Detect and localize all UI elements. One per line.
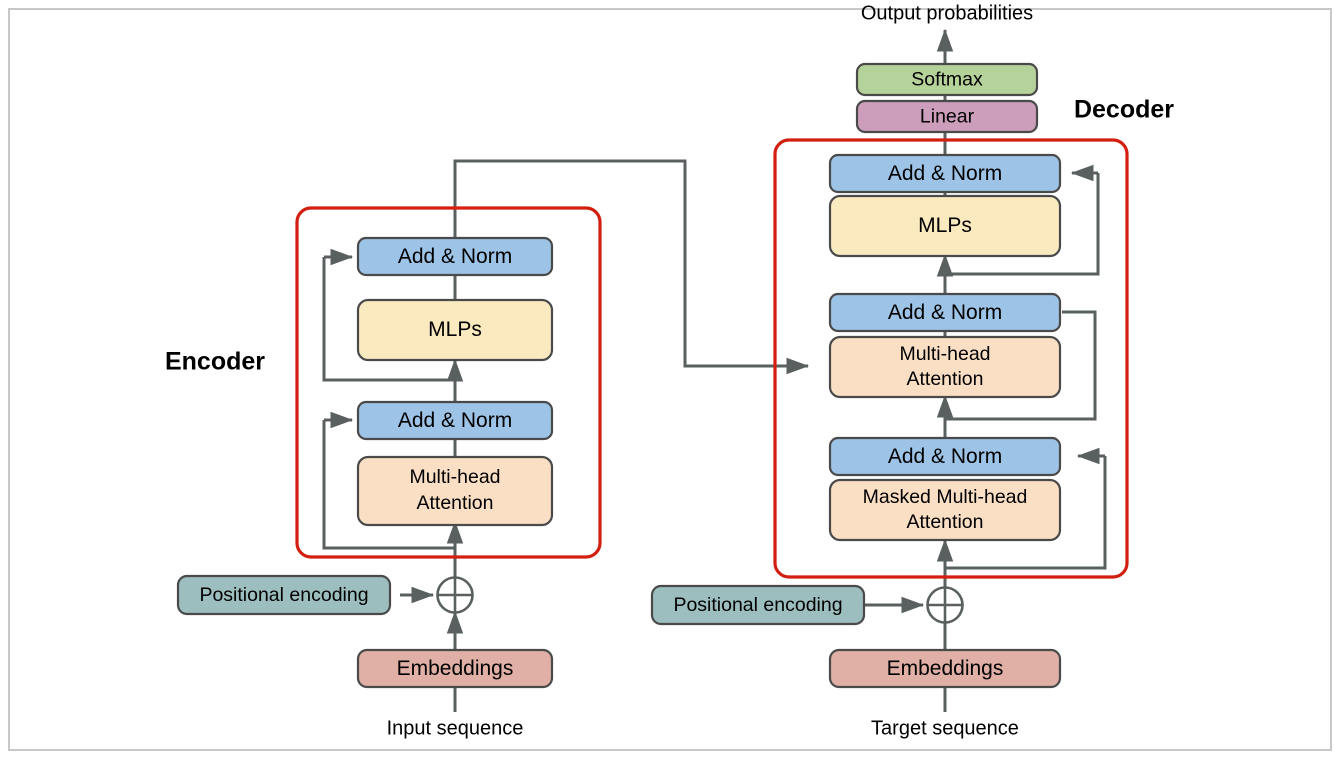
node-dec-mlps-rect[interactable]: [828, 194, 1062, 258]
edge-dec-residual-1-vertical: [945, 456, 1107, 570]
node-dec-masked-attention-rect[interactable]: [828, 478, 1062, 542]
node-enc-attention-label-line1: Multi-head: [409, 466, 500, 488]
node-dec-cross-attention-label-line2: Attention: [907, 368, 984, 390]
encoder-sum-node: [436, 576, 474, 614]
node-linear-rect[interactable]: [855, 99, 1039, 134]
edge-dec-residual-3-vertical: [945, 173, 1100, 276]
decoder-block: Add & Norm MLPs Add & Norm Multi-head At…: [650, 96, 1174, 739]
node-enc-mlps[interactable]: MLPs: [356, 298, 554, 362]
node-dec-embeddings-label: Embeddings: [887, 657, 1004, 680]
node-dec-positional-encoding-label: Positional encoding: [673, 594, 842, 616]
node-dec-add-norm-3-label: Add & Norm: [888, 162, 1002, 185]
node-enc-mlps-label: MLPs: [428, 318, 482, 341]
edge-encoder-output-to-decoder-cross-attention: [453, 159, 810, 375]
node-dec-cross-attention-label-line1: Multi-head: [899, 343, 990, 365]
node-dec-add-norm-2-label: Add & Norm: [888, 301, 1002, 324]
encoder-input-sequence-label: Input sequence: [387, 717, 524, 739]
node-dec-positional-encoding[interactable]: Positional encoding: [650, 584, 866, 626]
node-enc-add-norm-2-label: Add & Norm: [398, 245, 512, 268]
node-enc-add-norm-1[interactable]: Add & Norm: [356, 400, 554, 441]
node-enc-positional-encoding[interactable]: Positional encoding: [176, 574, 392, 616]
node-dec-add-norm-2[interactable]: Add & Norm: [828, 292, 1062, 333]
node-enc-embeddings-label: Embeddings: [397, 657, 514, 680]
node-dec-mlps[interactable]: MLPs: [828, 194, 1062, 258]
decoder-target-sequence-label: Target sequence: [871, 717, 1019, 739]
node-dec-cross-attention-rect[interactable]: [828, 335, 1062, 399]
node-linear[interactable]: Linear: [855, 99, 1039, 134]
node-dec-add-norm-3-rect[interactable]: [828, 153, 1062, 194]
node-dec-add-norm-3[interactable]: Add & Norm: [828, 153, 1062, 194]
node-dec-masked-attention[interactable]: Masked Multi-head Attention: [828, 478, 1062, 542]
node-dec-add-norm-1-rect[interactable]: [828, 436, 1062, 477]
node-enc-attention-label-line2: Attention: [417, 492, 494, 514]
node-dec-positional-encoding-rect[interactable]: [650, 584, 866, 626]
node-enc-mlps-rect[interactable]: [356, 298, 554, 362]
node-dec-masked-attention-label-line1: Masked Multi-head: [863, 486, 1028, 508]
edge-residual-1-vertical: [322, 420, 455, 550]
decoder-group-label: Decoder: [1074, 96, 1174, 124]
node-dec-embeddings[interactable]: Embeddings: [828, 648, 1062, 689]
node-dec-mlps-label: MLPs: [918, 214, 972, 237]
output-probabilities-label: Output probabilities: [861, 2, 1033, 24]
node-softmax-label: Softmax: [911, 69, 983, 91]
page-border: [8, 8, 1332, 751]
decoder-sum-node: [926, 586, 964, 624]
node-dec-embeddings-rect[interactable]: [828, 648, 1062, 689]
node-enc-add-norm-1-rect[interactable]: [356, 400, 554, 441]
node-enc-embeddings[interactable]: Embeddings: [356, 648, 554, 689]
node-enc-attention[interactable]: Multi-head Attention: [356, 455, 554, 527]
node-enc-add-norm-2[interactable]: Add & Norm: [356, 236, 554, 277]
node-dec-add-norm-2-rect[interactable]: [828, 292, 1062, 333]
node-enc-attention-rect[interactable]: [356, 455, 554, 527]
output-head-block: Linear Softmax Output probabilities: [855, 2, 1039, 134]
node-enc-positional-encoding-rect[interactable]: [176, 574, 392, 616]
edge-residual-2-vertical: [322, 257, 455, 382]
node-enc-add-norm-2-rect[interactable]: [356, 236, 554, 277]
node-softmax-rect[interactable]: [855, 62, 1039, 97]
decoder-group-outline: [773, 138, 1129, 579]
encoder-group-label: Encoder: [165, 348, 265, 376]
node-dec-add-norm-1[interactable]: Add & Norm: [828, 436, 1062, 477]
node-enc-add-norm-1-label: Add & Norm: [398, 409, 512, 432]
node-enc-positional-encoding-label: Positional encoding: [199, 584, 368, 606]
node-enc-embeddings-rect[interactable]: [356, 648, 554, 689]
node-softmax[interactable]: Softmax: [855, 62, 1039, 97]
node-dec-cross-attention[interactable]: Multi-head Attention: [828, 335, 1062, 399]
encoder-block: Add & Norm MLPs Add & Norm Multi-head At…: [165, 236, 554, 739]
encoder-group-outline: [295, 206, 602, 559]
edge-dec-residual-2: [945, 310, 1097, 421]
node-dec-add-norm-1-label: Add & Norm: [888, 445, 1002, 468]
encoder-flow-lines: [322, 159, 810, 712]
node-dec-masked-attention-label-line2: Attention: [907, 511, 984, 533]
node-linear-label: Linear: [920, 106, 975, 128]
